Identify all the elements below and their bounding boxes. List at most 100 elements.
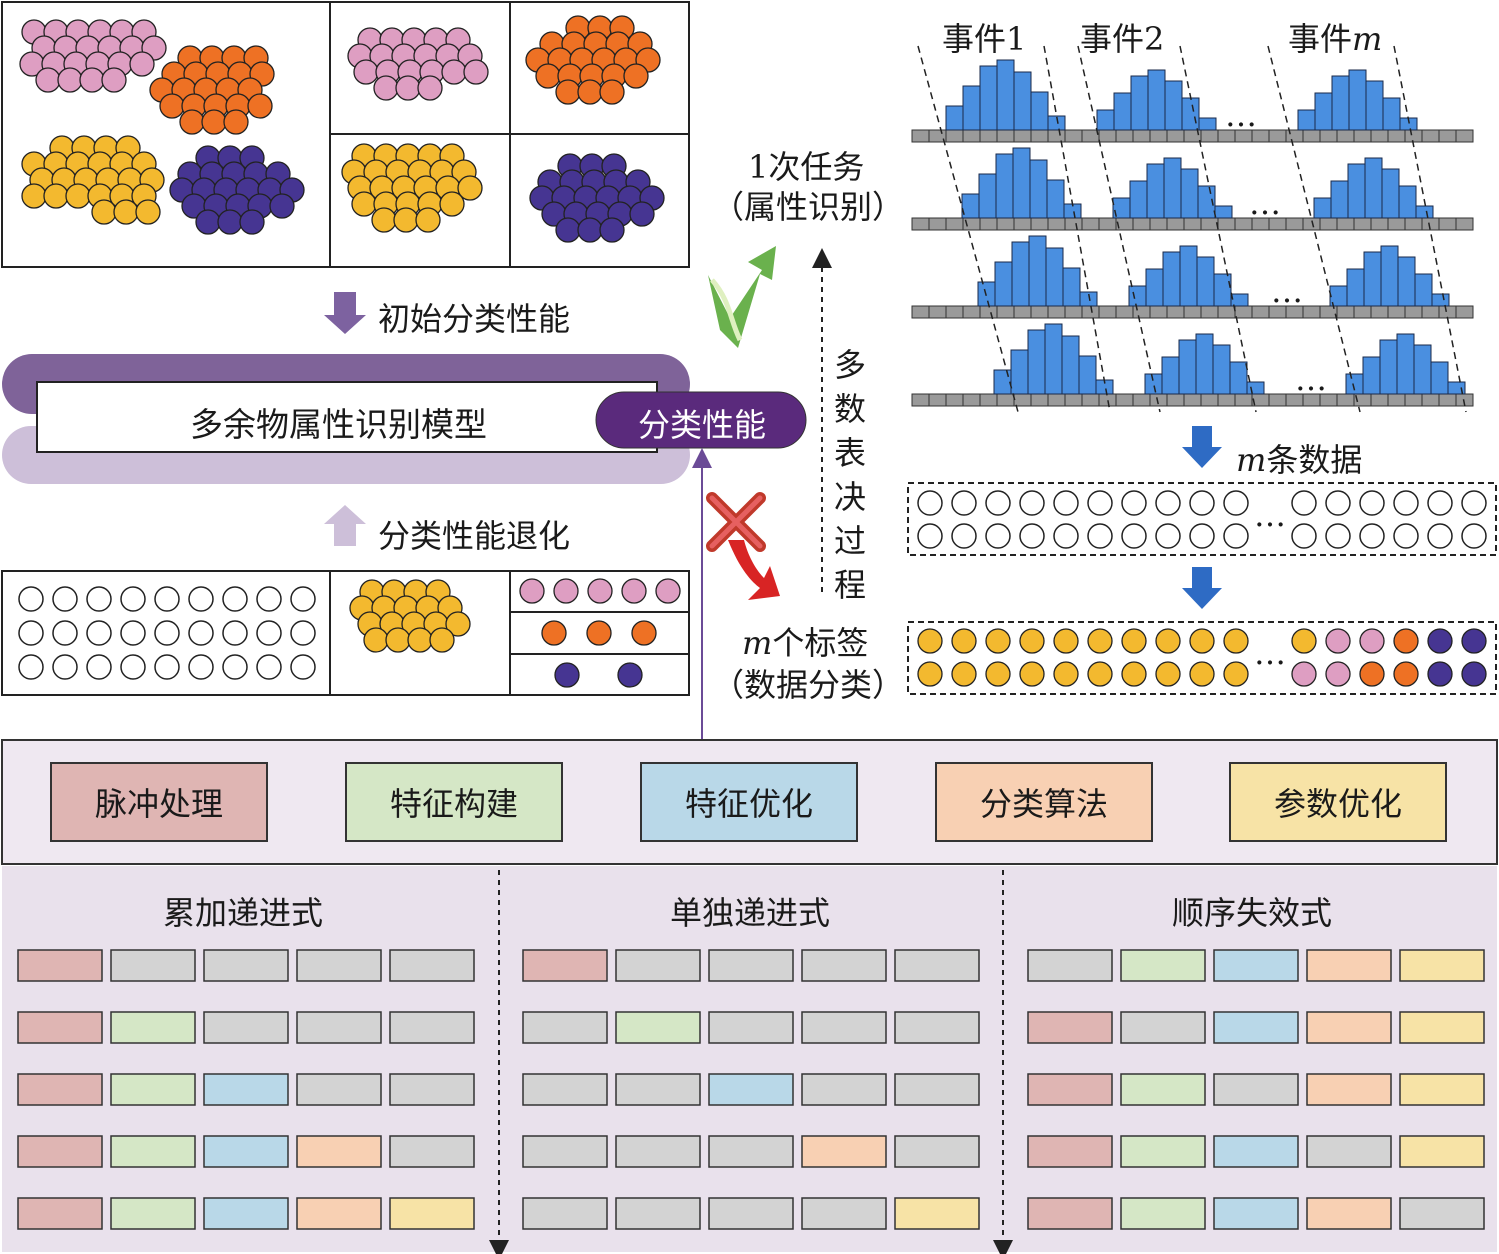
histogram-bar (1145, 268, 1164, 307)
baseline-cell (1302, 129, 1321, 143)
mode-title-cumulative: 累加递进式 (163, 894, 324, 932)
empty-ball (188, 620, 214, 646)
baseline-cell (1132, 393, 1151, 407)
histogram-bar (1161, 356, 1180, 395)
histogram-bar (1380, 245, 1399, 307)
labeled-ball (917, 661, 943, 687)
histogram-bar (1029, 159, 1048, 219)
baseline-cell (1013, 129, 1032, 143)
baseline-cell (1183, 305, 1202, 319)
mode-cell (110, 1073, 196, 1106)
baseline-cell (1370, 129, 1389, 143)
ball (555, 79, 581, 105)
mode-cell (708, 1073, 794, 1106)
empty-ball (86, 586, 112, 612)
mode-cell (1213, 1135, 1299, 1168)
module-parameter-optimization[interactable]: 参数优化 (1229, 762, 1447, 842)
labeled-ball (985, 628, 1011, 654)
baseline-cell (1081, 393, 1100, 407)
histogram-bar (1096, 109, 1115, 131)
baseline-cell (1268, 393, 1287, 407)
baseline-cell (1200, 305, 1219, 319)
histogram-bar (1147, 69, 1166, 131)
labeled-ball (1155, 661, 1181, 687)
labeled-ball (1291, 661, 1317, 687)
baseline-cell (1098, 393, 1117, 407)
empty-ball (1155, 490, 1181, 516)
histogram-bar (1144, 373, 1163, 395)
baseline-cell (1353, 217, 1372, 231)
labeled-ball (1019, 661, 1045, 687)
ellipsis: … (1295, 360, 1327, 398)
histogram-bar (1415, 205, 1434, 219)
empty-ball (120, 586, 146, 612)
empty-ball (1291, 523, 1317, 549)
module-feature-construction[interactable]: 特征构建 (345, 762, 563, 842)
histogram-bar (979, 65, 998, 131)
mode-cell (389, 1135, 475, 1168)
histogram-bar (1313, 197, 1332, 219)
mode-cell (801, 949, 887, 982)
empty-ball (1155, 523, 1181, 549)
mode-cell (1306, 1197, 1392, 1230)
module-classification-algorithm[interactable]: 分类算法 (935, 762, 1153, 842)
mode-cell (1306, 1073, 1392, 1106)
histogram-bar (995, 153, 1014, 219)
baseline-cell (1234, 305, 1253, 319)
baseline-cell (1438, 393, 1457, 407)
baseline-cell (1047, 129, 1066, 143)
baseline-cell (1030, 393, 1049, 407)
mode-cell (1306, 1135, 1392, 1168)
empty-ball (18, 654, 44, 680)
ball (439, 191, 465, 217)
module-feature-optimization[interactable]: 特征优化 (640, 762, 858, 842)
histogram-bar (1363, 251, 1382, 307)
histogram-bar (1146, 163, 1165, 219)
ellipsis: … (1225, 96, 1257, 134)
empty-ball (120, 620, 146, 646)
module-pulse-processing[interactable]: 脉冲处理 (50, 762, 268, 842)
ellipsis: … (1254, 634, 1286, 672)
ball (535, 63, 561, 89)
empty-ball (1359, 523, 1385, 549)
baseline-cell (1200, 129, 1219, 143)
labeled-ball (1189, 628, 1215, 654)
histogram-bar (1314, 92, 1333, 131)
baseline-cell (996, 129, 1015, 143)
baseline-cell (928, 393, 947, 407)
baseline-cell (1166, 129, 1185, 143)
baseline-cell (1149, 129, 1168, 143)
mode-cell (522, 1197, 608, 1230)
empty-ball (256, 620, 282, 646)
mode-cell (1027, 1011, 1113, 1044)
ball (599, 79, 625, 105)
empty-ball (52, 620, 78, 646)
baseline-cell (1421, 393, 1440, 407)
baseline-cell (1166, 217, 1185, 231)
baseline-cell (945, 305, 964, 319)
mode-cell (1120, 1197, 1206, 1230)
histogram-bar (1246, 381, 1265, 395)
mode-cell (1399, 1073, 1485, 1106)
empty-ball (1393, 490, 1419, 516)
baseline-cell (1149, 217, 1168, 231)
unlabeled-data-box (907, 482, 1497, 556)
labeled-ball (1393, 661, 1419, 687)
baseline-cell (1013, 305, 1032, 319)
baseline-cell (996, 305, 1015, 319)
histogram-bar (1030, 91, 1049, 131)
baseline-cell (1438, 217, 1457, 231)
baseline-cell (1319, 129, 1338, 143)
baseline-cell (1336, 129, 1355, 143)
vote-char: 决 (833, 478, 866, 516)
empty-ball (86, 654, 112, 680)
histogram-bar (1130, 75, 1149, 131)
blue-down-arrow-icon (1182, 426, 1222, 468)
ball (587, 578, 613, 604)
labeled-data-box (907, 621, 1497, 695)
baseline-cell (1047, 217, 1066, 231)
histogram-bar (1047, 115, 1066, 131)
baseline-cell (1438, 129, 1457, 143)
mode-cell (615, 1197, 701, 1230)
baseline-cell (1098, 305, 1117, 319)
